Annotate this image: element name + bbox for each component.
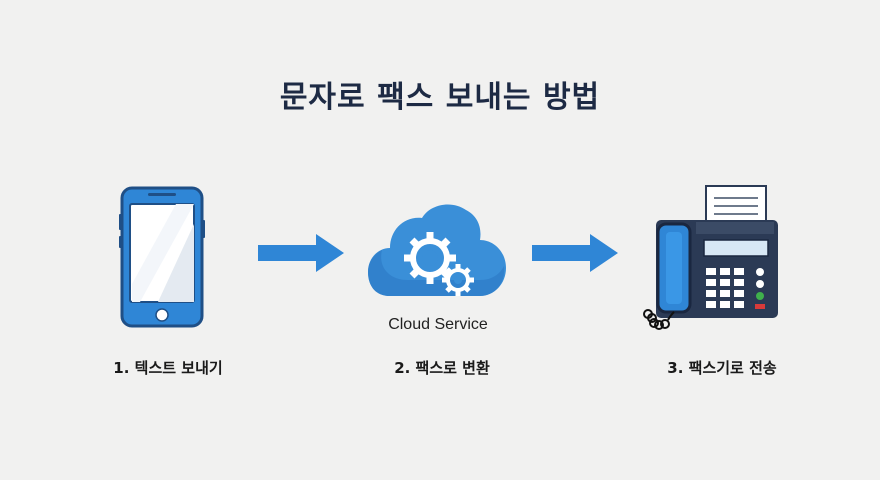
- fax-machine-icon: [643, 185, 778, 330]
- right-arrow-icon: [258, 234, 344, 272]
- page-title: 문자로 팩스 보내는 방법: [279, 80, 601, 115]
- step-2-label: 2. 팩스로 변환: [394, 359, 490, 377]
- cloud-gear-icon: [368, 204, 506, 296]
- smartphone-icon: [119, 186, 205, 328]
- step-3-label: 3. 팩스기로 전송: [667, 359, 777, 377]
- right-arrow-icon: [532, 234, 618, 272]
- cloud-service-label: Cloud Service: [388, 316, 488, 333]
- step-1-label: 1. 텍스트 보내기: [113, 359, 223, 377]
